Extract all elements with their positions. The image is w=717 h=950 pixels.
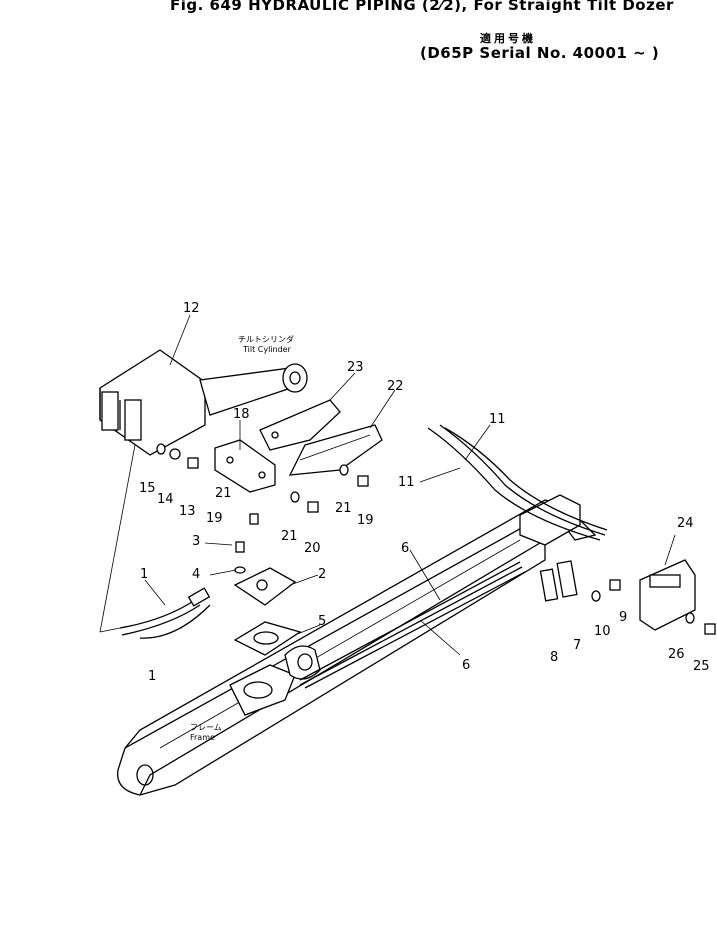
callout-13: 13 <box>179 504 196 519</box>
callout-14: 14 <box>157 492 174 507</box>
serial-number-range: (D65P Serial No. 40001 ~ ) <box>420 44 660 62</box>
serial-applicability-jp: 適用号機 <box>480 32 536 45</box>
callout-18: 18 <box>233 407 250 422</box>
callout-3: 3 <box>192 534 200 549</box>
callout-4: 4 <box>192 567 200 582</box>
callout-6-a: 6 <box>401 541 409 556</box>
frame-beam <box>117 494 597 796</box>
tilt-cylinder-label: Tilt Cylinder <box>242 345 292 354</box>
tilt-cylinder-label-jp: チルトシリンダ <box>238 334 294 344</box>
callouts: 12 23 22 18 11 11 15 14 13 21 21 21 19 1… <box>139 301 710 684</box>
callout-21-b: 21 <box>335 501 352 516</box>
callout-11-a: 11 <box>489 412 506 427</box>
block-7 <box>556 560 578 598</box>
callout-19-b: 19 <box>357 513 374 528</box>
figure-title: Fig. 649 HYDRAULIC PIPING (2⁄2), For Str… <box>170 0 674 14</box>
block-2 <box>233 567 297 606</box>
callout-1-a: 1 <box>140 567 148 582</box>
callout-7: 7 <box>573 638 581 653</box>
callout-15: 15 <box>139 481 156 496</box>
callout-2: 2 <box>318 567 326 582</box>
callout-26: 26 <box>668 647 685 662</box>
bracket-22 <box>288 424 383 476</box>
callout-20: 20 <box>304 541 321 556</box>
callout-5: 5 <box>318 614 326 629</box>
gasket-5 <box>233 621 302 656</box>
callout-9: 9 <box>619 610 627 625</box>
callout-21-c: 21 <box>281 529 298 544</box>
callout-24: 24 <box>677 516 694 531</box>
gasket-8 <box>539 568 559 602</box>
bracket-23 <box>259 399 341 451</box>
cover-24 <box>639 559 696 631</box>
frame-label-jp: フレーム <box>190 723 222 732</box>
tilt-cylinder <box>99 349 308 456</box>
fasteners <box>156 443 716 635</box>
callout-6-b: 6 <box>462 658 470 673</box>
callout-8: 8 <box>550 650 558 665</box>
callout-22: 22 <box>387 379 404 394</box>
callout-19-a: 19 <box>206 511 223 526</box>
hose-1 <box>119 587 211 639</box>
callout-1-b: 1 <box>148 669 156 684</box>
frame-label: Frame <box>190 733 215 742</box>
callout-10: 10 <box>594 624 611 639</box>
plate-18 <box>214 439 276 493</box>
callout-23: 23 <box>347 360 364 375</box>
leader-lines <box>99 314 676 656</box>
callout-12: 12 <box>183 301 200 316</box>
pipe-6 <box>299 561 526 689</box>
callout-25: 25 <box>693 659 710 674</box>
callout-21-a: 21 <box>215 486 232 501</box>
hose-11 <box>427 424 608 541</box>
callout-11-b: 11 <box>398 475 415 490</box>
